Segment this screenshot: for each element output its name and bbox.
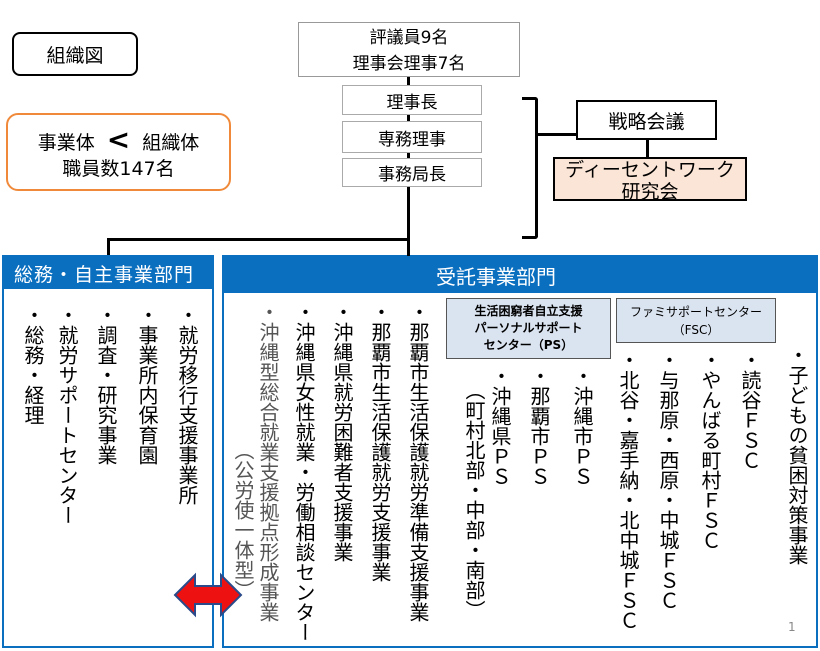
other-item: ・子どもの貧困対策事業 <box>785 345 809 565</box>
right-drop-line <box>407 241 410 256</box>
staff-count: 職員数147名 <box>62 158 175 180</box>
right-item: ・那覇市生活保護就労準備支援事業 <box>406 302 430 622</box>
ps-item: ・沖縄県ＰＳ <box>488 366 512 486</box>
fsc-item: ・北谷・嘉手納・北中城ＦＳＣ <box>616 350 640 630</box>
study-group-line2: 研究会 <box>621 181 679 201</box>
fsc-box: ファミサポートセンター （FSC） <box>616 298 776 343</box>
study-group-box: ディーセントワーク 研究会 <box>553 157 747 201</box>
chairman-box: 理事長 <box>342 85 482 115</box>
right-item: ・沖縄県就労困難者支援事業 <box>330 302 354 562</box>
left-item: ・就労移行支援事業所 <box>175 305 199 505</box>
strategy-meeting-label: 戦略会議 <box>608 110 685 133</box>
ps-box-line3: センター（PS） <box>483 338 574 352</box>
branch-horizontal-line <box>107 238 410 241</box>
right-item: ・沖縄県女性就業・労働相談センター <box>292 302 316 642</box>
fsc-item: ・読谷ＦＳＣ <box>738 350 762 470</box>
bracket <box>522 97 538 239</box>
left-item: ・調査・研究事業 <box>94 305 118 465</box>
council-label: 評議員9名 <box>369 28 449 48</box>
right-item: ・沖縄型総合就業支援拠点形成事業 <box>256 302 280 622</box>
ps-box: 生活困窮者自立支援 パーソナルサポート センター（PS） <box>446 298 611 359</box>
left-department-header: 総務・自主事業部門 <box>4 257 212 289</box>
executive-director-label: 専務理事 <box>378 129 446 150</box>
ps-item-note: （町村北部・中部・南部） <box>462 380 486 620</box>
board-label: 理事会理事7名 <box>352 54 466 74</box>
secretary-general-box: 事務局長 <box>342 158 482 187</box>
ps-item: ・沖縄市ＰＳ <box>570 366 594 486</box>
bracket-connector <box>538 133 577 136</box>
strategy-connector <box>646 140 649 158</box>
right-item: ・那覇市生活保護就労支援事業 <box>368 302 392 582</box>
executive-director-box: 専務理事 <box>342 121 482 153</box>
left-department-panel: 総務・自主事業部門 <box>2 255 214 648</box>
fsc-box-line1: ファミサポートセンター <box>629 305 762 319</box>
right-department-panel: 受託事業部門 <box>222 255 818 648</box>
left-item: ・総務・経理 <box>21 305 45 425</box>
summary-box: 事業体 < 組織体 職員数147名 <box>6 113 231 191</box>
chairman-label: 理事長 <box>386 92 438 113</box>
branch-left-drop <box>107 238 110 256</box>
page-number: 1 <box>788 620 796 634</box>
title-text: 組織図 <box>46 44 104 67</box>
secretary-general-label: 事務局長 <box>378 165 446 185</box>
right-department-header: 受託事業部門 <box>224 257 816 293</box>
ps-box-line1: 生活困窮者自立支援 <box>474 304 583 318</box>
right-item-note: （公労使一体型） <box>231 440 255 600</box>
study-group-line1: ディーセントワーク <box>565 159 735 181</box>
left-item: ・事業所内保育園 <box>135 305 159 465</box>
council-board-box: 評議員9名 理事会理事7名 <box>298 22 520 77</box>
less-than-symbol: < <box>106 123 131 156</box>
strategy-meeting-box: 戦略会議 <box>576 100 717 140</box>
summary-left: 事業体 <box>37 132 95 154</box>
title-box: 組織図 <box>12 32 138 76</box>
right-department-title: 受託事業部門 <box>436 264 556 289</box>
fsc-item: ・やんばる町村ＦＳＣ <box>698 350 722 550</box>
fsc-item: ・与那原・西原・中城ＦＳＣ <box>656 350 680 610</box>
left-item: ・就労サポートセンター <box>55 305 79 525</box>
left-department-title: 総務・自主事業部門 <box>14 263 195 286</box>
double-arrow-icon <box>173 572 243 618</box>
ps-box-line2: パーソナルサポート <box>474 321 583 335</box>
ps-item: ・那覇市ＰＳ <box>527 366 551 486</box>
summary-right: 組織体 <box>142 132 200 154</box>
fsc-box-line2: （FSC） <box>672 323 720 337</box>
